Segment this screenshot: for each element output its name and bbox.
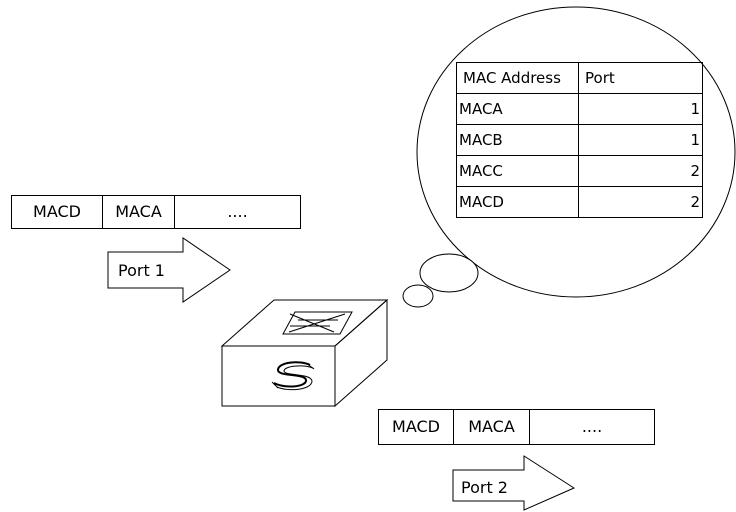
thought-bubble-small [402,284,434,308]
port-cell: 1 [578,124,703,156]
column-header-mac: MAC Address [456,62,579,94]
table-row: MACA 1 [456,93,703,125]
frame-out-cell: .... [529,409,655,445]
mac-cell: MACA [456,93,579,125]
switch-front-logo [271,361,315,391]
table-row: MACB 1 [456,124,703,156]
port1-arrow [107,237,231,303]
frame-in-cell: MACD [11,195,103,229]
table-header-row: MAC Address Port [456,62,703,94]
switch-icon [220,298,389,408]
mac-cell: MACD [456,186,579,218]
port-cell: 2 [578,155,703,187]
frame-out-cell: MACA [453,409,530,445]
frame-in-cell: .... [174,195,301,229]
table-row: MACC 2 [456,155,703,187]
switch-top-logo [282,311,353,335]
frame-out-cell: MACD [378,409,454,445]
port2-arrow [452,455,576,511]
port-cell: 2 [578,186,703,218]
port-cell: 1 [578,93,703,125]
thought-bubble [416,6,736,298]
column-header-port: Port [578,62,703,94]
thought-bubble-medium [419,253,479,293]
mac-cell: MACB [456,124,579,156]
port2-label: Port 2 [461,478,508,497]
table-row: MACD 2 [456,186,703,218]
mac-cell: MACC [456,155,579,187]
mac-address-table: MAC Address Port MACA 1 MACB 1 MACC 2 MA… [456,62,703,218]
port1-label: Port 1 [118,261,165,280]
frame-in-cell: MACA [102,195,175,229]
